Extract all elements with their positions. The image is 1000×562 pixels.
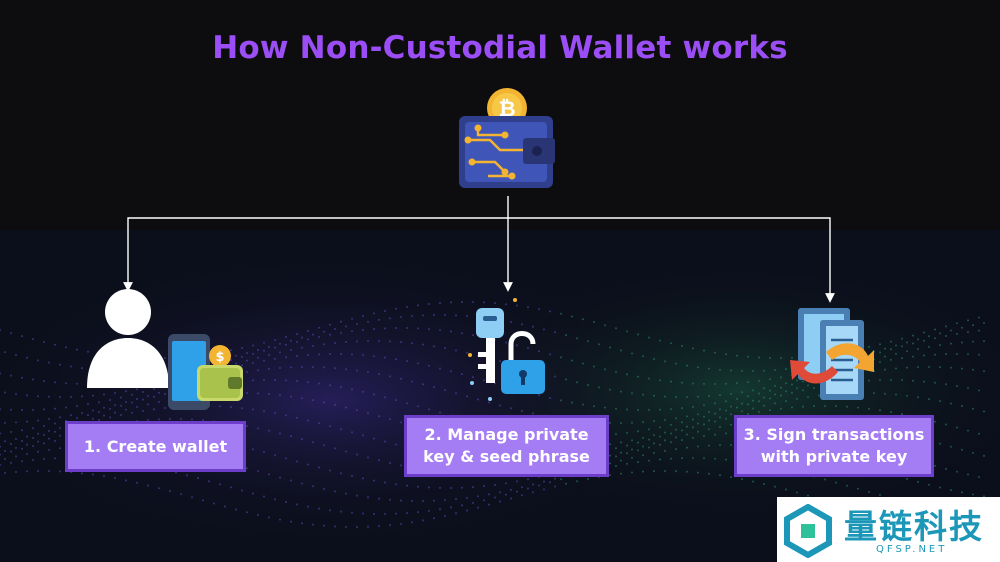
step-2-box: 2. Manage private key & seed phrase [404, 415, 609, 477]
svg-text:$: $ [215, 350, 224, 365]
connector-lines [123, 196, 835, 303]
watermark-logo [784, 504, 832, 558]
watermark-text: 量链科技 [844, 507, 984, 546]
transaction-document-icon [790, 308, 874, 400]
user-wallet-icon: $ [87, 289, 243, 410]
connector-to-step3 [508, 217, 835, 303]
page-title: How Non-Custodial Wallet works [212, 30, 788, 66]
connector-to-step1 [123, 217, 508, 292]
step-1-box: 1. Create wallet [65, 421, 246, 472]
watermark-subtext: QFSP.NET [876, 544, 948, 555]
step-3-box: 3. Sign transactions with private key [734, 415, 934, 477]
key-lock-icon [468, 298, 545, 401]
crypto-wallet-icon: ₿ [459, 88, 555, 188]
svg-text:₿: ₿ [498, 97, 515, 121]
